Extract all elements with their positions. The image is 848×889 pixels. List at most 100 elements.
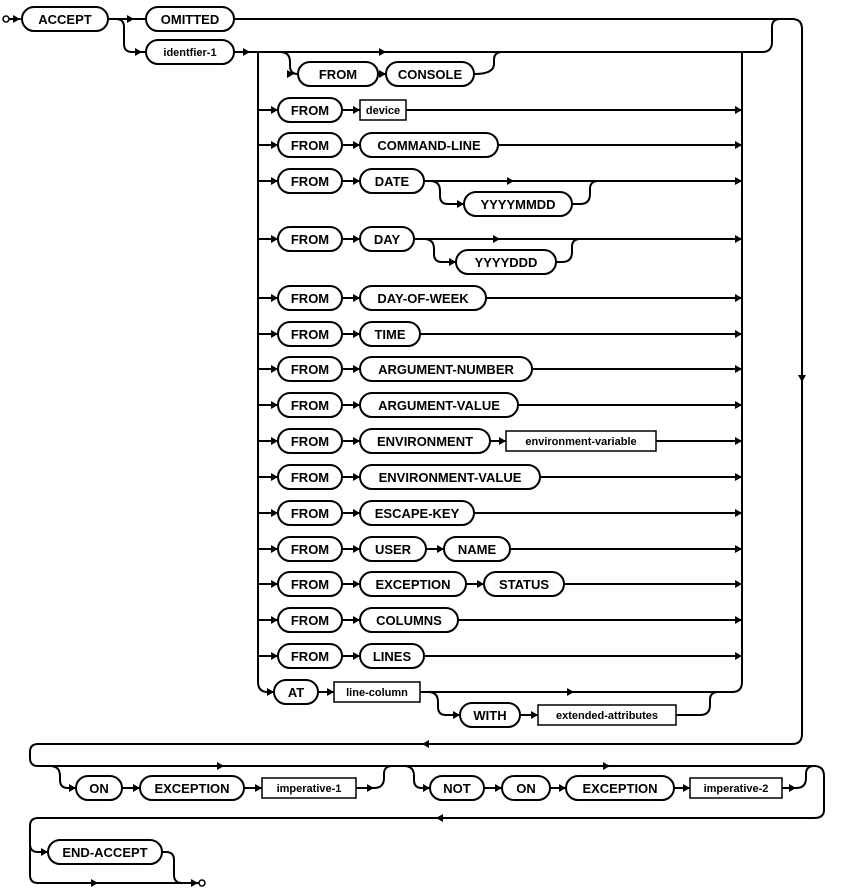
operand-environment-variable: environment-variable [505, 430, 657, 452]
keyword-from: FROM [277, 536, 343, 562]
svg-text:FROM: FROM [291, 470, 329, 485]
keyword-user: USER [359, 536, 427, 562]
keyword-name: NAME [443, 536, 511, 562]
svg-text:EXCEPTION: EXCEPTION [375, 577, 450, 592]
svg-text:ARGUMENT-VALUE: ARGUMENT-VALUE [378, 398, 500, 413]
keyword-from: FROM [277, 571, 343, 597]
keyword-date: DATE [359, 168, 425, 194]
keyword-status: STATUS [483, 571, 565, 597]
keyword-lines: LINES [359, 643, 425, 669]
svg-text:imperative-2: imperative-2 [704, 783, 769, 795]
svg-text:FROM: FROM [291, 362, 329, 377]
keyword-argument-value: ARGUMENT-VALUE [359, 392, 519, 418]
operand-imperative-2: imperative-2 [689, 777, 783, 799]
svg-text:FROM: FROM [291, 542, 329, 557]
svg-text:identfier-1: identfier-1 [163, 47, 216, 59]
svg-text:COMMAND-LINE: COMMAND-LINE [377, 138, 481, 153]
keyword-end-accept: END-ACCEPT [47, 839, 163, 865]
keyword-on: ON [75, 775, 123, 801]
keyword-columns: COLUMNS [359, 607, 459, 633]
keyword-day-of-week: DAY-OF-WEEK [359, 285, 487, 311]
svg-text:FROM: FROM [291, 434, 329, 449]
svg-text:EXCEPTION: EXCEPTION [582, 781, 657, 796]
svg-text:CONSOLE: CONSOLE [398, 67, 463, 82]
svg-text:END-ACCEPT: END-ACCEPT [62, 845, 147, 860]
svg-text:OMITTED: OMITTED [161, 12, 220, 27]
keyword-argument-number: ARGUMENT-NUMBER [359, 356, 533, 382]
keyword-from: FROM [277, 97, 343, 123]
keyword-exception: EXCEPTION [139, 775, 245, 801]
keyword-command-line: COMMAND-LINE [359, 132, 499, 158]
keyword-from: FROM [277, 500, 343, 526]
keyword-from-console: FROM [297, 61, 379, 87]
svg-text:FROM: FROM [291, 577, 329, 592]
svg-text:FROM: FROM [319, 67, 357, 82]
svg-text:USER: USER [375, 542, 412, 557]
svg-text:ENVIRONMENT: ENVIRONMENT [377, 434, 473, 449]
svg-text:device: device [366, 105, 400, 117]
svg-text:WITH: WITH [473, 708, 506, 723]
keyword-with: WITH [459, 702, 521, 728]
keyword-on: ON [501, 775, 551, 801]
flow-arrows [13, 15, 806, 887]
svg-text:NOT: NOT [443, 781, 471, 796]
keyword-escape-key: ESCAPE-KEY [359, 500, 475, 526]
svg-text:YYYYMMDD: YYYYMMDD [480, 197, 555, 212]
keyword-yyyymmdd: YYYYMMDD [463, 191, 573, 217]
svg-text:FROM: FROM [291, 613, 329, 628]
keyword-exception: EXCEPTION [359, 571, 467, 597]
svg-text:environment-variable: environment-variable [525, 436, 636, 448]
keyword-from: FROM [277, 464, 343, 490]
start-terminal [2, 15, 10, 23]
svg-text:imperative-1: imperative-1 [277, 783, 342, 795]
end-terminal [198, 879, 206, 887]
keyword-yyyyddd: YYYYDDD [455, 249, 557, 275]
keyword-day: DAY [359, 226, 415, 252]
svg-text:FROM: FROM [291, 506, 329, 521]
svg-text:ACCEPT: ACCEPT [38, 12, 92, 27]
svg-text:FROM: FROM [291, 103, 329, 118]
keyword-from: FROM [277, 428, 343, 454]
svg-text:ENVIRONMENT-VALUE: ENVIRONMENT-VALUE [379, 470, 522, 485]
operand-extended-attributes: extended-attributes [537, 704, 677, 726]
keyword-from: FROM [277, 168, 343, 194]
svg-text:FROM: FROM [291, 649, 329, 664]
keyword-exception: EXCEPTION [565, 775, 675, 801]
svg-text:DAY: DAY [374, 232, 401, 247]
keyword-from: FROM [277, 643, 343, 669]
keyword-from: FROM [277, 226, 343, 252]
keyword-from: FROM [277, 321, 343, 347]
keyword-from: FROM [277, 607, 343, 633]
svg-text:DATE: DATE [375, 174, 410, 189]
keyword-from: FROM [277, 285, 343, 311]
keyword-accept: ACCEPT [21, 6, 109, 32]
svg-text:COLUMNS: COLUMNS [376, 613, 442, 628]
svg-text:NAME: NAME [458, 542, 497, 557]
svg-text:ESCAPE-KEY: ESCAPE-KEY [375, 506, 460, 521]
svg-text:AT: AT [288, 685, 304, 700]
keyword-from: FROM [277, 132, 343, 158]
svg-text:LINES: LINES [373, 649, 412, 664]
keyword-console: CONSOLE [385, 61, 475, 87]
svg-text:FROM: FROM [291, 398, 329, 413]
keyword-from: FROM [277, 392, 343, 418]
svg-text:TIME: TIME [374, 327, 405, 342]
keyword-at: AT [273, 679, 319, 705]
svg-text:YYYYDDD: YYYYDDD [475, 255, 538, 270]
keyword-omitted: OMITTED [145, 6, 235, 32]
keyword-environment: ENVIRONMENT [359, 428, 491, 454]
keyword-from: FROM [277, 356, 343, 382]
operand-line-column: line-column [333, 681, 421, 703]
svg-text:FROM: FROM [291, 232, 329, 247]
svg-text:FROM: FROM [291, 291, 329, 306]
keyword-environment-value: ENVIRONMENT-VALUE [359, 464, 541, 490]
operand-imperative-1: imperative-1 [261, 777, 357, 799]
operand-identifier-1: identfier-1 [145, 39, 235, 65]
svg-text:FROM: FROM [291, 174, 329, 189]
keyword-not: NOT [429, 775, 485, 801]
svg-text:STATUS: STATUS [499, 577, 549, 592]
svg-text:ARGUMENT-NUMBER: ARGUMENT-NUMBER [378, 362, 514, 377]
svg-text:ON: ON [89, 781, 109, 796]
svg-text:line-column: line-column [346, 687, 408, 699]
